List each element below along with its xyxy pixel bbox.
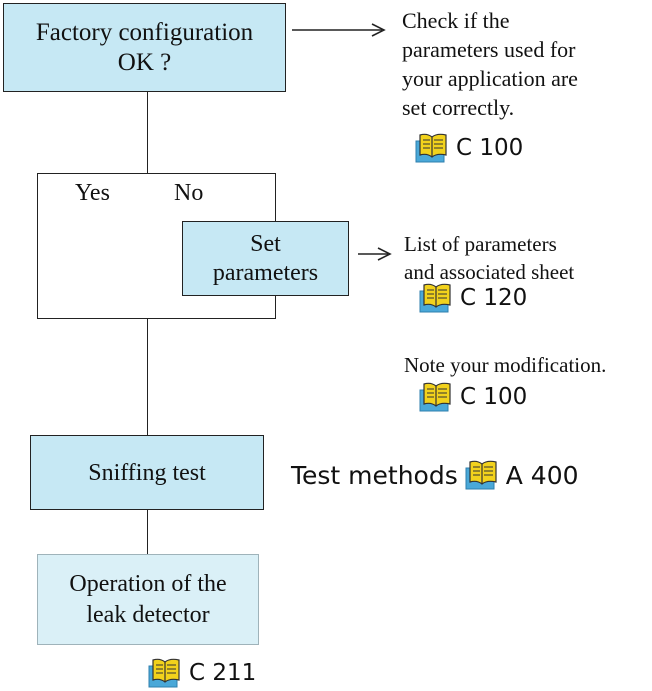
factory-configuration-step: Factory configuration OK ? bbox=[3, 3, 286, 92]
yes-label: Yes bbox=[75, 180, 110, 206]
connector-sniffing-operation bbox=[147, 509, 148, 554]
test-methods-label: Test methods bbox=[291, 460, 458, 490]
modification-note-text: Note your modification. bbox=[404, 353, 607, 377]
manual-book-icon bbox=[415, 133, 447, 163]
parameter-list-note: List of parameters and associated sheet bbox=[404, 230, 574, 286]
test-methods-reference: Test methods A 400 bbox=[291, 460, 579, 490]
operation-step: Operation of the leak detector bbox=[37, 554, 259, 645]
check-note-line: parameters used for bbox=[402, 37, 576, 62]
set-parameters-line1: Set bbox=[250, 230, 281, 257]
arrow-to-list-note bbox=[358, 247, 392, 261]
manual-book-icon bbox=[419, 382, 451, 412]
connector-factory-decision bbox=[147, 92, 148, 174]
operation-line1: Operation of the bbox=[69, 570, 227, 597]
sniffing-test-step: Sniffing test bbox=[30, 435, 264, 510]
operation-reference: C 211 bbox=[147, 658, 256, 688]
modification-reference-code: C 100 bbox=[460, 384, 528, 410]
manual-book-icon bbox=[465, 460, 497, 490]
test-methods-reference-code: A 400 bbox=[505, 460, 579, 490]
operation-reference-code: C 211 bbox=[189, 660, 257, 686]
connector-decision-sniffing bbox=[147, 318, 148, 436]
check-note-line: your application are bbox=[402, 66, 578, 91]
list-note-line: List of parameters bbox=[404, 232, 557, 256]
arrow-to-check-note bbox=[292, 23, 386, 37]
modification-reference: C 100 bbox=[418, 382, 527, 412]
check-note-line: set correctly. bbox=[402, 95, 515, 120]
check-reference: C 100 bbox=[414, 133, 523, 163]
no-label: No bbox=[174, 180, 204, 206]
manual-book-icon bbox=[148, 658, 180, 688]
factory-configuration-line1: Factory configuration bbox=[35, 18, 254, 46]
factory-configuration-line2: OK ? bbox=[117, 48, 172, 76]
list-reference: C 120 bbox=[418, 283, 527, 313]
set-parameters-line2: parameters bbox=[212, 259, 319, 286]
manual-book-icon bbox=[419, 283, 451, 313]
check-reference-code: C 100 bbox=[456, 135, 524, 161]
check-parameters-note: Check if the parameters used for your ap… bbox=[402, 6, 647, 122]
modification-note: Note your modification. bbox=[404, 352, 606, 378]
check-note-line: Check if the bbox=[402, 8, 510, 33]
set-parameters-step: Set parameters bbox=[182, 221, 349, 296]
list-note-line: and associated sheet bbox=[404, 260, 575, 284]
sniffing-test-label: Sniffing test bbox=[88, 459, 206, 486]
operation-line2: leak detector bbox=[86, 601, 210, 628]
list-reference-code: C 120 bbox=[460, 285, 528, 311]
